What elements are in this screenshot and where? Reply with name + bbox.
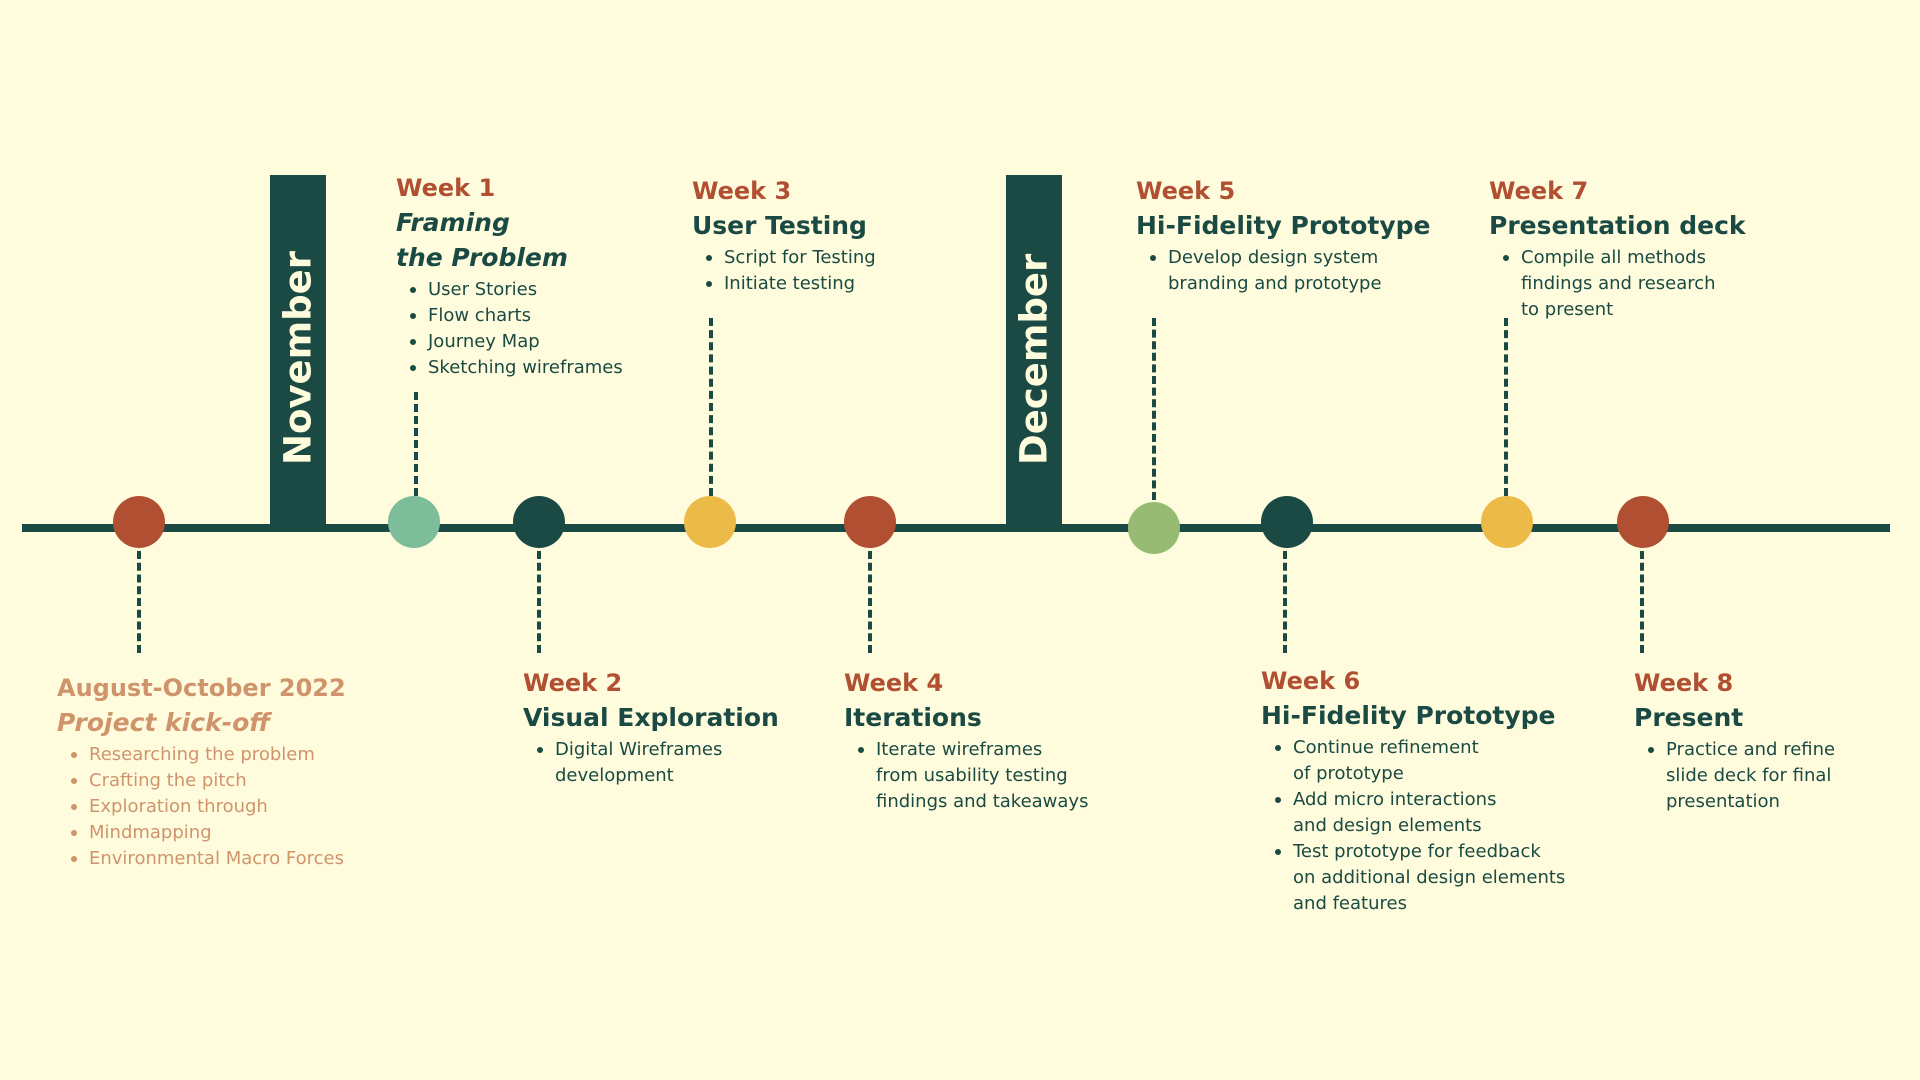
month-label-december: December — [1012, 253, 1056, 465]
milestone-dot-week5 — [1128, 502, 1180, 554]
milestone-dot-week7 — [1481, 496, 1533, 548]
task-item: Script for Testing — [706, 245, 876, 271]
task-item: Digital Wireframes development — [537, 737, 779, 789]
milestone-task-list: Compile all methods findings and researc… — [1489, 245, 1746, 323]
milestone-week7: Week 7 Presentation deck Compile all met… — [1489, 174, 1746, 323]
milestone-dot-week3 — [684, 496, 736, 548]
connector-week7 — [1504, 318, 1508, 496]
milestone-week8: Week 8 Present Practice and refine slide… — [1634, 666, 1835, 815]
task-item: Mindmapping — [71, 820, 346, 846]
milestone-week4: Week 4 Iterations Iterate wireframes fro… — [844, 666, 1088, 815]
milestone-kickoff: August-October 2022 Project kick-off Res… — [57, 671, 346, 872]
milestone-title: Present — [1634, 703, 1744, 732]
task-item: Test prototype for feedback on additiona… — [1274, 839, 1565, 917]
milestone-task-list: User Stories Flow charts Journey Map Ske… — [396, 277, 623, 381]
milestone-week-label: Week 2 — [523, 669, 623, 697]
milestone-title: Framing — [396, 208, 510, 237]
milestone-title: Visual Exploration — [523, 703, 779, 732]
task-item: Crafting the pitch — [71, 768, 346, 794]
milestone-task-list: Develop design system branding and proto… — [1136, 245, 1431, 297]
milestone-week-label: Week 8 — [1634, 669, 1734, 697]
connector-week1 — [414, 392, 418, 496]
milestone-task-list: Digital Wireframes development — [523, 737, 779, 789]
milestone-dot-week6 — [1261, 496, 1313, 548]
task-item: Iterate wireframes from usability testin… — [857, 737, 1088, 815]
milestone-title: Iterations — [844, 703, 982, 732]
milestone-title: the Problem — [396, 243, 568, 272]
task-item: Initiate testing — [706, 271, 876, 297]
milestone-week5: Week 5 Hi-Fidelity Prototype Develop des… — [1136, 174, 1431, 297]
milestone-week6: Week 6 Hi-Fidelity Prototype Continue re… — [1261, 664, 1565, 917]
month-label-november: November — [276, 251, 320, 465]
milestone-title: Project kick-off — [57, 708, 271, 737]
connector-week6 — [1283, 551, 1287, 653]
milestone-task-list: Iterate wireframes from usability testin… — [844, 737, 1088, 815]
task-item: User Stories — [410, 277, 623, 303]
milestone-dot-week8 — [1617, 496, 1669, 548]
milestone-task-list: Practice and refine slide deck for final… — [1634, 737, 1835, 815]
milestone-week-label: Week 3 — [692, 177, 792, 205]
milestone-dot-week1 — [388, 496, 440, 548]
task-item: Add micro interactions and design elemen… — [1274, 787, 1565, 839]
month-bar-december: December — [1006, 175, 1062, 528]
task-item: Develop design system branding and proto… — [1150, 245, 1431, 297]
month-bar-november: November — [270, 175, 326, 528]
milestone-week-label: Week 7 — [1489, 177, 1589, 205]
milestone-title: Hi-Fidelity Prototype — [1261, 701, 1556, 730]
milestone-task-list: Continue refinement of prototype Add mic… — [1261, 735, 1565, 917]
milestone-task-list: Script for Testing Initiate testing — [692, 245, 876, 297]
timeline-axis — [22, 524, 1890, 532]
milestone-title: User Testing — [692, 211, 867, 240]
milestone-week-label: Week 6 — [1261, 667, 1361, 695]
milestone-dot-kickoff — [113, 496, 165, 548]
task-item: Journey Map — [410, 329, 623, 355]
task-item: Continue refinement of prototype — [1274, 735, 1565, 787]
milestone-title: Hi-Fidelity Prototype — [1136, 211, 1431, 240]
task-item: Practice and refine slide deck for final… — [1647, 737, 1835, 815]
connector-week5 — [1152, 318, 1156, 500]
task-item: Flow charts — [410, 303, 623, 329]
milestone-period: August-October 2022 — [57, 674, 346, 702]
task-item: Exploration through — [71, 794, 346, 820]
milestone-dot-week2 — [513, 496, 565, 548]
milestone-week-label: Week 4 — [844, 669, 944, 697]
task-item: Environmental Macro Forces — [71, 846, 346, 872]
connector-kickoff — [137, 551, 141, 653]
milestone-week3: Week 3 User Testing Script for Testing I… — [692, 174, 876, 297]
task-item: Compile all methods findings and researc… — [1503, 245, 1746, 323]
milestone-week2: Week 2 Visual Exploration Digital Wirefr… — [523, 666, 779, 789]
milestone-dot-week4 — [844, 496, 896, 548]
task-item: Sketching wireframes — [410, 355, 623, 381]
milestone-week-label: Week 1 — [396, 174, 496, 202]
connector-week3 — [709, 318, 713, 496]
milestone-week1: Week 1 Framing the Problem User Stories … — [396, 171, 623, 381]
milestone-task-list: Researching the problem Crafting the pit… — [57, 742, 346, 872]
milestone-title: Presentation deck — [1489, 211, 1746, 240]
connector-week8 — [1640, 551, 1644, 653]
connector-week2 — [537, 551, 541, 653]
milestone-week-label: Week 5 — [1136, 177, 1236, 205]
task-item: Researching the problem — [71, 742, 346, 768]
connector-week4 — [868, 551, 872, 653]
